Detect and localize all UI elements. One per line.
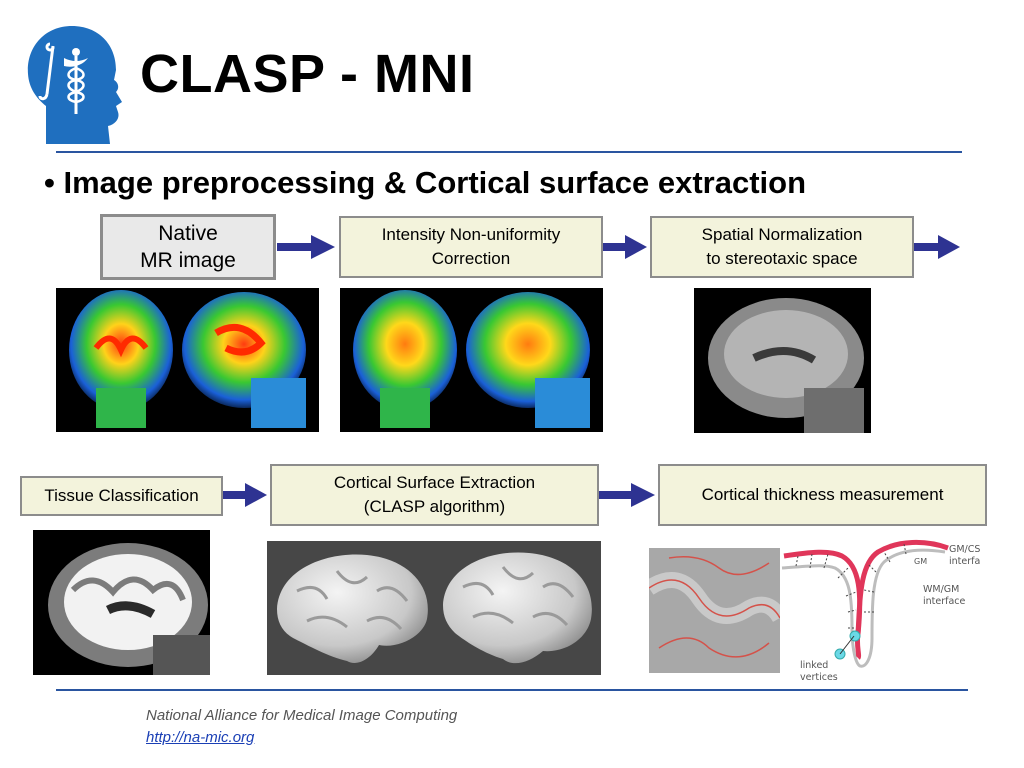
cortical-thickness-schematic: GM/CSF interface GM WM/GM interface link… [781,539,980,683]
tissue-classification-image [33,530,210,675]
thickness-mri-overlay-image [649,548,780,673]
title-divider [56,151,962,153]
label-wm-gm: WM/GM [923,584,959,595]
label-gm-csf: GM/CSF [949,544,980,555]
step-spatial-normalization: Spatial Normalization to stereotaxic spa… [650,216,914,278]
step-tissue-classification: Tissue Classification [20,476,223,516]
bullet-heading: • Image preprocessing & Cortical surface… [44,164,806,202]
slide-title: CLASP - MNI [140,44,475,104]
step-cortical-thickness: Cortical thickness measurement [658,464,987,526]
step-cortical-surface-extraction: Cortical Surface Extraction (CLASP algor… [270,464,599,526]
bullet-text: Image preprocessing & Cortical surface e… [63,165,807,200]
label-wm-gm-interface: interface [923,596,966,607]
footer-divider [56,689,968,691]
label-gm-csf-interface: interface [949,556,980,567]
native-mri-colormap-image [56,288,319,432]
footer-organization: National Alliance for Medical Image Comp… [146,707,458,724]
step-native-mr-image: Native MR image [100,214,276,280]
label-vertices: vertices [800,672,838,683]
arrow-right-icon [277,235,335,259]
step-intensity-correction: Intensity Non-uniformity Correction [339,216,603,278]
normalized-mri-image [694,288,871,433]
footer-link[interactable]: http://na-mic.org [146,729,255,746]
label-linked: linked [800,660,828,671]
arrow-right-icon [914,235,960,259]
corrected-mri-colormap-image [340,288,603,432]
arrow-right-icon [603,235,647,259]
cortical-surface-render-image [267,541,601,675]
label-gm: GM [914,557,927,566]
bullet-marker: • [44,165,55,200]
slicer-logo [27,26,123,144]
arrow-right-icon [223,483,267,507]
arrow-right-icon [599,483,655,507]
